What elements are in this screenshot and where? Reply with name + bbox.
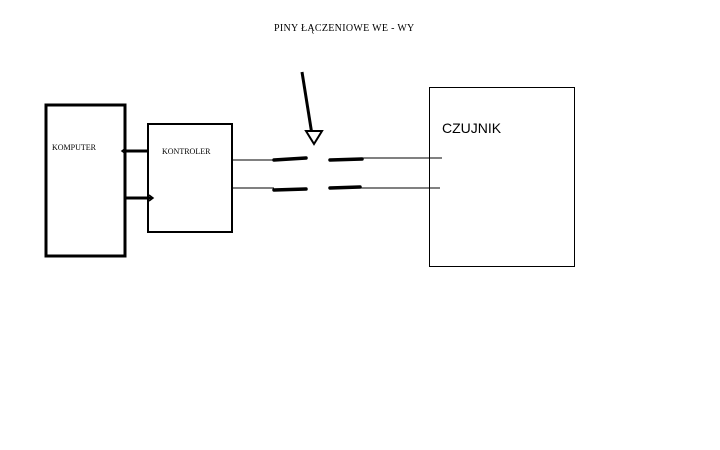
pin-top-right	[328, 157, 364, 162]
computer-box	[44, 103, 127, 258]
output-arrowhead	[148, 194, 155, 202]
controller-box	[147, 123, 233, 233]
pointer-arrowhead	[304, 130, 324, 146]
sensor-box	[429, 87, 575, 267]
pin-bottom-right	[328, 185, 362, 190]
pin-top-left	[272, 156, 308, 162]
computer-label: KOMPUTER	[52, 143, 97, 152]
computer-block: KOMPUTER	[44, 103, 127, 258]
io-connection-pins	[272, 156, 364, 192]
sensor-label: CZUJNIK	[442, 120, 502, 136]
controller-label: KONTROLER	[162, 147, 211, 156]
controller-block: KONTROLER	[147, 123, 233, 233]
pointer-arrow-shaft	[300, 71, 315, 142]
diagram-title: PINY ŁĄCZENIOWE WE - WY	[274, 23, 415, 34]
pin-bottom-left	[272, 187, 308, 192]
sensor-block: CZUJNIK	[429, 87, 575, 267]
controller-wires	[232, 159, 274, 189]
input-arrowhead	[120, 147, 127, 155]
computer-controller-link	[120, 147, 155, 202]
sensor-wires	[360, 157, 442, 189]
pointer-arrow	[300, 71, 324, 146]
